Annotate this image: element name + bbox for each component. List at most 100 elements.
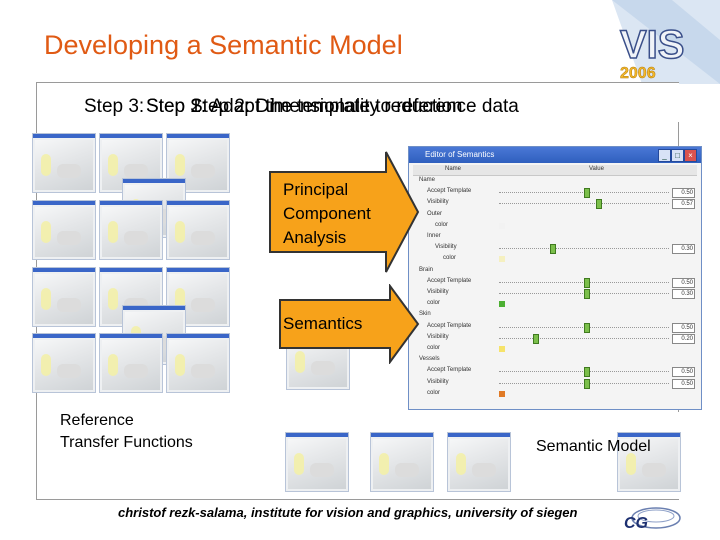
thumbnail-titlebar [448, 433, 510, 437]
semantics-label: Semantics [283, 314, 363, 333]
maximize-button[interactable]: □ [671, 149, 684, 162]
editor-slider-knob[interactable] [584, 367, 590, 378]
pca-label-line2: Component [283, 204, 371, 223]
editor-color-swatch[interactable] [499, 390, 505, 397]
thumbnail-titlebar [167, 268, 229, 272]
editor-value-field[interactable]: 0.57 [672, 199, 695, 210]
transfer-function-thumbnail [166, 333, 230, 393]
thumbnail-titlebar [123, 179, 185, 183]
editor-slider-track[interactable] [499, 337, 669, 340]
editor-color-swatch[interactable] [499, 256, 505, 263]
editor-row: Skin [413, 311, 697, 320]
logo-vis-text: VIS [620, 23, 684, 67]
editor-slider-knob[interactable] [550, 244, 556, 255]
thumbnail-titlebar [286, 433, 348, 437]
editor-value-field[interactable]: 0.30 [672, 289, 695, 299]
close-button[interactable]: × [684, 149, 697, 162]
editor-row-label: Skin [419, 311, 431, 318]
editor-row-label: Visibility [435, 244, 457, 251]
thumbnail-blob-secondary [191, 298, 215, 312]
thumbnail-blob [41, 221, 51, 243]
transfer-function-thumbnail [617, 432, 681, 492]
editor-row-label: Visibility [427, 289, 449, 295]
reference-label-line2: Transfer Functions [60, 434, 193, 451]
thumbnail-blob [295, 351, 305, 373]
transfer-function-thumbnail [32, 267, 96, 327]
thumbnail-titlebar [167, 134, 229, 138]
thumbnail-blob [108, 354, 118, 376]
editor-value-field[interactable]: 0.50 [672, 188, 695, 199]
thumbnail-titlebar [33, 334, 95, 338]
editor-slider-knob[interactable] [584, 277, 590, 288]
thumbnail-blob-secondary [191, 231, 215, 245]
editor-title: Editor of Semantics [425, 150, 495, 159]
editor-value-field[interactable]: 0.30 [672, 244, 695, 255]
editor-slider-knob[interactable] [533, 333, 539, 344]
transfer-function-thumbnail [32, 200, 96, 260]
editor-value-field[interactable]: 0.50 [672, 378, 695, 389]
column-value: Value [589, 166, 604, 172]
cg-logo: CG [624, 507, 681, 532]
thumbnail-blob [41, 354, 51, 376]
editor-slider-track[interactable] [499, 248, 669, 250]
thumbnail-blob-secondary [57, 298, 81, 312]
editor-row-label: Accept Template [427, 277, 472, 284]
editor-slider-knob[interactable] [584, 188, 590, 199]
thumbnail-blob [175, 354, 185, 376]
thumbnail-render [620, 439, 678, 489]
thumbnail-titlebar [123, 306, 185, 310]
vis-2006-logo: VIS 2006 [612, 0, 720, 84]
thumbnail-blob-secondary [311, 361, 335, 375]
step-3-text: Step 3: [84, 96, 145, 117]
transfer-function-thumbnail [99, 333, 163, 393]
thumbnail-render [288, 439, 346, 489]
thumbnail-blob [41, 154, 51, 176]
editor-value-field[interactable]: 0.50 [672, 322, 695, 333]
thumbnail-blob-secondary [124, 231, 148, 245]
thumbnail-titlebar [33, 268, 95, 272]
step-2-text: Step 2: Dimensionality reduction [190, 96, 463, 117]
editor-row: Inner [413, 233, 697, 242]
thumbnail-blob [456, 453, 466, 475]
thumbnail-blob [108, 221, 118, 243]
semantics-arrow [279, 284, 420, 364]
thumbnail-titlebar [371, 433, 433, 437]
editor-slider-knob[interactable] [584, 378, 590, 389]
editor-slider-track[interactable] [499, 203, 669, 205]
minimize-button[interactable]: _ [658, 149, 671, 162]
thumbnail-render [35, 140, 93, 190]
thumbnail-blob [41, 288, 51, 310]
transfer-function-thumbnail [166, 133, 230, 193]
editor-value-field[interactable]: 0.20 [672, 333, 695, 344]
editor-slider-knob[interactable] [584, 322, 590, 333]
thumbnail-render [102, 340, 160, 390]
thumbnail-blob-secondary [57, 231, 81, 245]
thumbnail-render [35, 340, 93, 390]
editor-row: Name [413, 177, 697, 186]
thumbnail-render [450, 439, 508, 489]
editor-value-field[interactable]: 0.50 [672, 367, 695, 378]
editor-row: Visibility 0.57 [413, 199, 697, 210]
editor-row-label: Visibility [427, 199, 449, 206]
pca-label-line3: Analysis [283, 228, 347, 247]
thumbnail-blob [294, 453, 304, 475]
thumbnail-blob-secondary [124, 164, 148, 178]
editor-row: Visibility 0.20 [413, 333, 697, 344]
thumbnail-titlebar [100, 334, 162, 338]
editor-color-swatch[interactable] [499, 346, 505, 352]
editor-row: color [413, 222, 697, 231]
thumbnail-blob [175, 288, 185, 310]
editor-slider-knob[interactable] [584, 289, 590, 299]
editor-color-swatch[interactable] [499, 222, 505, 229]
editor-row-label: Visibility [427, 333, 449, 340]
editor-slider-knob[interactable] [595, 199, 602, 210]
thumbnail-render [102, 207, 160, 257]
step-2-bold-overlap: Step 2: [146, 96, 207, 117]
editor-color-swatch[interactable] [499, 301, 505, 308]
thumbnail-blob [108, 154, 118, 176]
editor-value-field[interactable]: 0.50 [672, 277, 695, 288]
pca-arrow [269, 151, 420, 273]
editor-row-label: Outer [427, 210, 443, 217]
thumbnail-blob-secondary [124, 364, 148, 378]
